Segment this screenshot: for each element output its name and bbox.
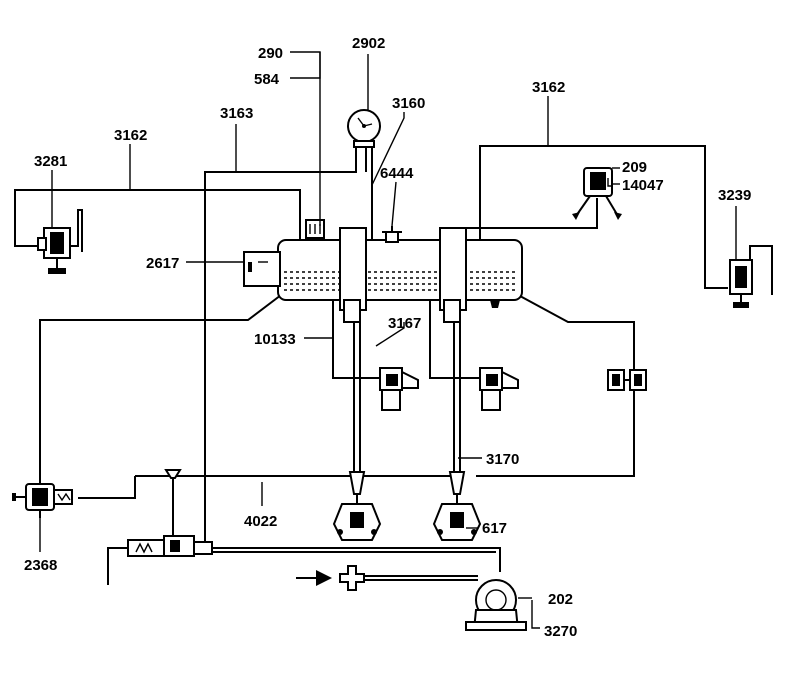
label-3170: 3170 <box>486 451 519 468</box>
pressure-gauge <box>347 109 381 148</box>
safety-valve <box>305 219 325 239</box>
drain-cock <box>382 226 402 243</box>
label-3270: 3270 <box>544 623 577 640</box>
leader-lines <box>39 51 737 629</box>
label-14047: 14047 <box>622 177 664 194</box>
tee-4022 <box>164 469 182 479</box>
label-3162-left: 3162 <box>114 127 147 144</box>
label-3167: 3167 <box>388 315 421 332</box>
air-intake <box>296 565 365 591</box>
label-209: 209 <box>622 159 647 176</box>
label-584: 584 <box>254 71 280 88</box>
label-3162-right: 3162 <box>532 79 565 96</box>
label-10133: 10133 <box>254 331 296 348</box>
air-reservoir <box>243 227 523 323</box>
label-3160: 3160 <box>392 95 425 112</box>
valve-3281 <box>37 227 71 274</box>
label-3239: 3239 <box>718 187 751 204</box>
governor <box>127 535 213 557</box>
label-2368: 2368 <box>24 557 57 574</box>
label-617: 617 <box>482 520 507 537</box>
labels: 290 584 2902 3163 3160 3162 3162 3281 64… <box>24 35 751 640</box>
label-6444: 6444 <box>380 165 414 182</box>
label-3281: 3281 <box>34 153 67 170</box>
label-2902: 2902 <box>352 35 385 52</box>
label-202: 202 <box>548 591 573 608</box>
relay-valve-left <box>379 367 419 411</box>
label-2617: 2617 <box>146 255 179 272</box>
valve-3239 <box>729 259 753 308</box>
valve-209 <box>572 167 622 220</box>
piping <box>14 143 773 585</box>
label-290: 290 <box>258 45 283 62</box>
valve-right-side <box>607 369 647 391</box>
valve-2368 <box>12 483 73 518</box>
relay-valve-right <box>479 367 519 411</box>
brake-chamber-left <box>332 471 382 541</box>
compressor <box>465 579 527 631</box>
brake-chamber-right <box>432 471 482 541</box>
label-4022: 4022 <box>244 513 277 530</box>
label-3163: 3163 <box>220 105 253 122</box>
